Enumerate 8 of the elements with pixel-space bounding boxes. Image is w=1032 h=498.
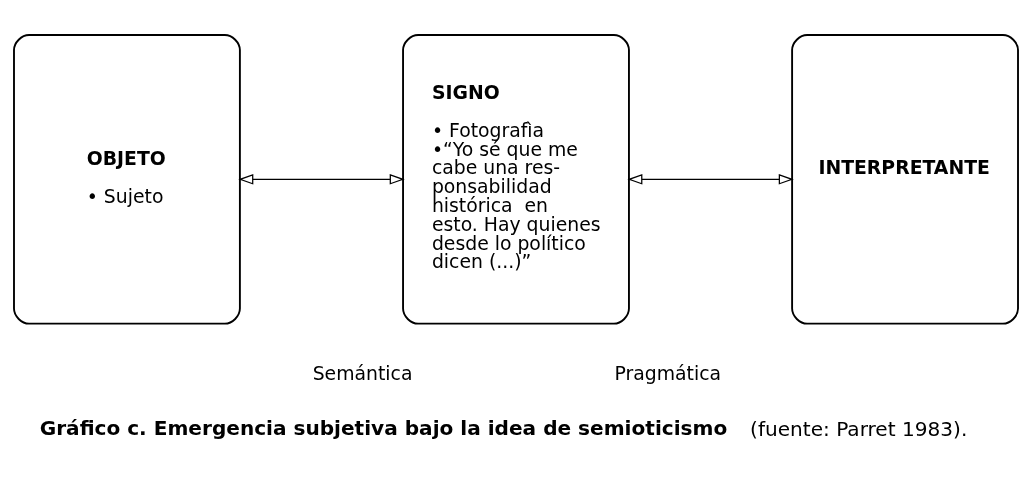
- node-box: INTERPRETANTE: [791, 34, 1019, 325]
- node-box: SIGNO • Fotografìa •“Yo sé que me cabe una res- ponsabilidad histórica en esto. Hay quienes desde lo político dicen (...)”: [402, 34, 630, 325]
- arrow: [238, 174, 405, 185]
- arrow: [627, 174, 794, 185]
- label: Semántica: [312, 363, 413, 385]
- label: Pragmática: [614, 363, 722, 385]
- caption: Gráfico c. Emergencia subjetiva bajo la idea de semioticismo (fuente: Parret 1983).: [39, 416, 968, 442]
- node-box: OBJETO • Sujeto: [13, 34, 241, 325]
